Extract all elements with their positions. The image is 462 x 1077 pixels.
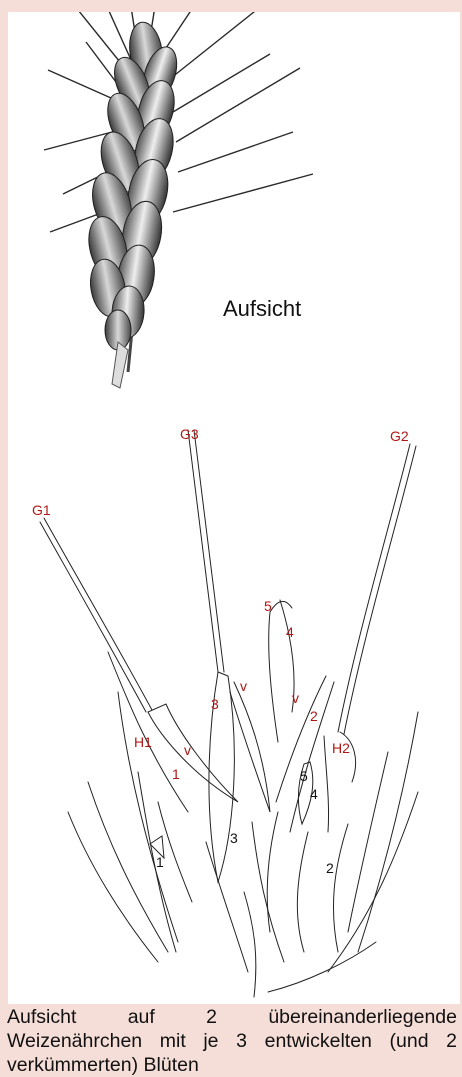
label-h1: H1 [134, 734, 152, 750]
label-g2: G2 [390, 428, 409, 444]
label-red-5: 5 [264, 598, 272, 614]
label-black-2: 2 [326, 860, 334, 876]
label-h2: H2 [332, 740, 350, 756]
label-g3: G3 [180, 426, 199, 442]
spikelet-line-drawing [40, 430, 418, 997]
wheat-ear-photo [44, 12, 313, 388]
label-red-4: 4 [286, 624, 294, 640]
figure-artwork [8, 12, 460, 1004]
label-red-3: 3 [211, 696, 219, 712]
label-v-right: v [292, 690, 299, 706]
label-v-left: v [184, 742, 191, 758]
figure-panel: Aufsicht G1 G3 G2 5 4 v 3 v 2 H1 v H2 1 … [8, 12, 460, 1004]
label-g1: G1 [32, 502, 51, 518]
label-red-1: 1 [172, 766, 180, 782]
label-black-1: 1 [156, 854, 164, 870]
label-v-center: v [240, 678, 247, 694]
photo-label: Aufsicht [223, 296, 301, 322]
label-red-2: 2 [310, 708, 318, 724]
label-black-5: 5 [300, 768, 308, 784]
figure-caption: Aufsicht auf 2 übereinanderliegende Weiz… [7, 1005, 457, 1077]
label-black-3: 3 [230, 830, 238, 846]
label-black-4: 4 [310, 786, 318, 802]
